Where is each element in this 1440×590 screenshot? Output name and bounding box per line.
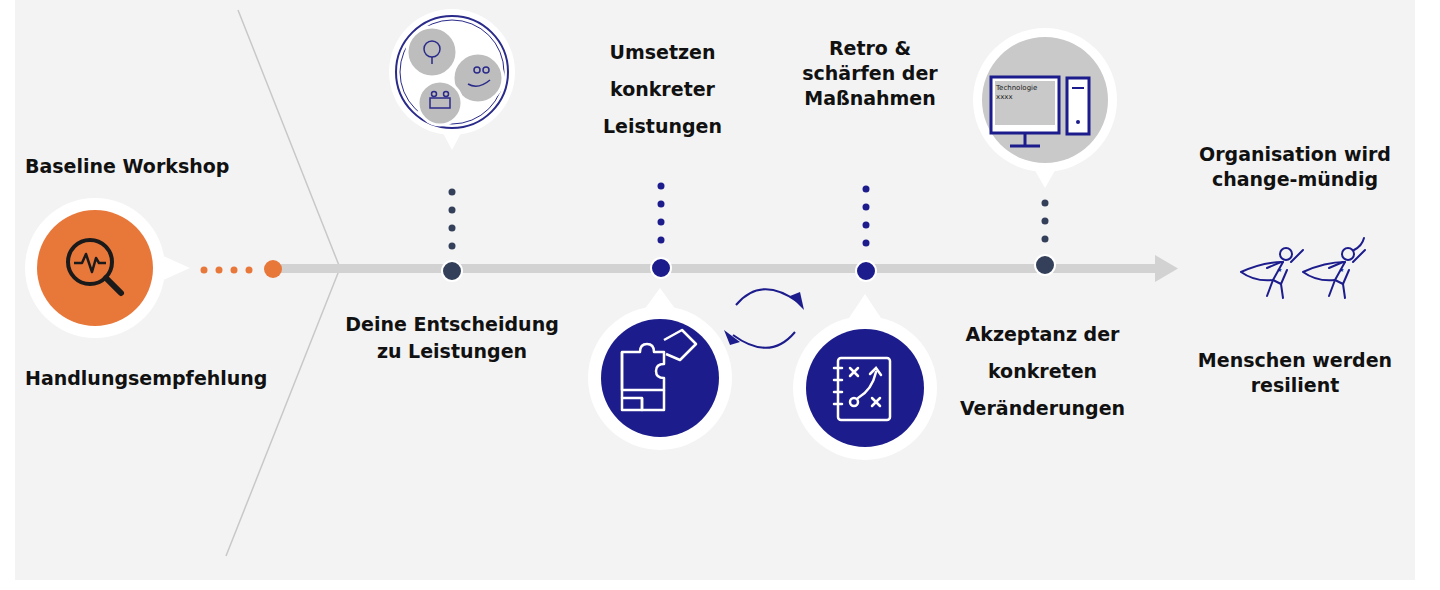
step-label: Umsetzen konkreter Leistungen xyxy=(590,34,735,145)
step-label: Akzeptanz der konkreten Veränderungen xyxy=(940,316,1145,427)
step-label: Handlungsempfehlung xyxy=(25,366,325,390)
step-label: Organisation wird change-mündig xyxy=(1180,142,1410,192)
monitor-screen: Technologie xxxx xyxy=(996,84,1046,102)
svg-text:★: ★ xyxy=(1277,267,1282,273)
step-label: Retro & schärfen der Maßnahmen xyxy=(785,36,955,111)
step-label: Deine Entscheidung zu Leistungen xyxy=(332,311,572,365)
svg-text:★: ★ xyxy=(1339,267,1344,273)
step-label: Menschen werden resilient xyxy=(1180,348,1410,398)
step-label: Baseline Workshop xyxy=(25,154,285,178)
screen-text: Technologie xxxx xyxy=(996,84,1046,102)
